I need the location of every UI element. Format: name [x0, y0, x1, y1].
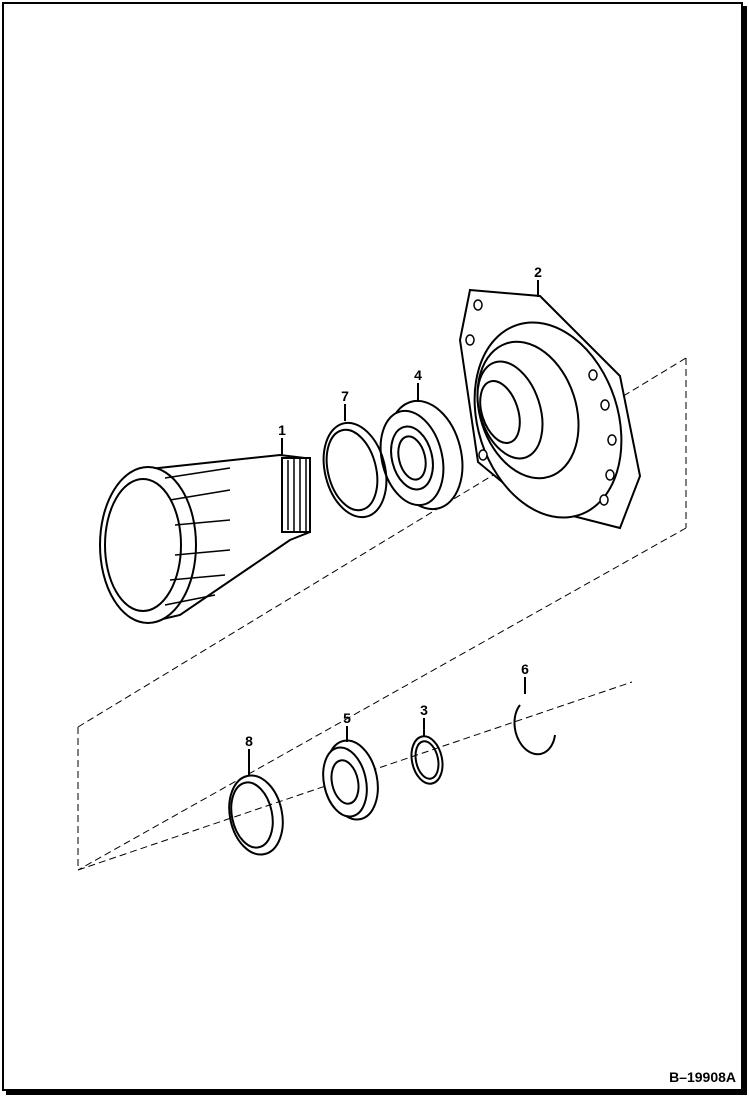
snap-ring-open: [513, 704, 556, 756]
seal-ring-lower: [228, 774, 284, 856]
callout-2: 2: [534, 264, 542, 280]
leader-lines: [248, 280, 539, 776]
callout-4: 4: [414, 367, 422, 383]
bearing-small: [322, 739, 379, 821]
callout-7: 7: [341, 388, 349, 404]
callout-8: 8: [245, 733, 253, 749]
bearing-large: [379, 399, 464, 511]
flange-housing: [458, 288, 642, 530]
callout-5: 5: [343, 710, 351, 726]
snap-ring-small: [410, 735, 444, 785]
callout-6: 6: [521, 661, 529, 677]
output-shaft: [99, 453, 312, 624]
callout-3: 3: [420, 702, 428, 718]
reference-code: B–19908A: [669, 1069, 736, 1085]
seal-ring: [322, 421, 388, 519]
callout-1: 1: [278, 422, 286, 438]
